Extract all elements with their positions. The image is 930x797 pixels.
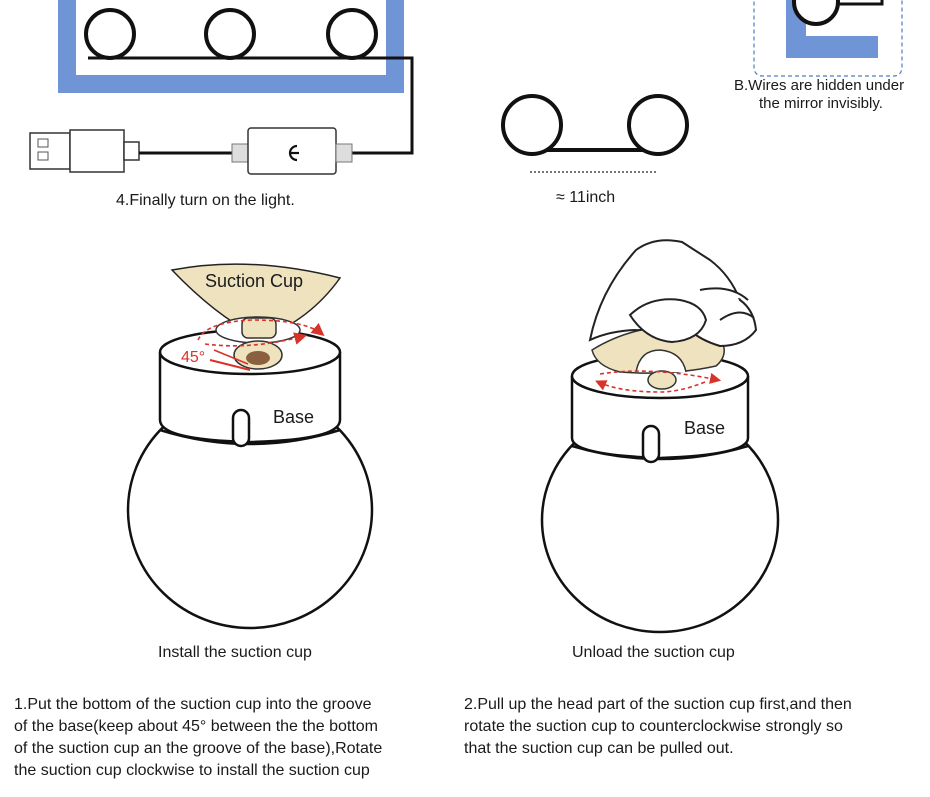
instruction-line: 2.Pull up the head part of the suction c… [464, 696, 852, 713]
rotate-arrow-counterclockwise [595, 380, 706, 393]
unload-instructions: 2.Pull up the head part of the suction c… [464, 694, 852, 760]
instruction-line: that the suction cup can be pulled out. [464, 740, 734, 757]
base-groove [641, 424, 661, 464]
install-bulb [126, 328, 374, 630]
instruction-line: the suction cup clockwise to install the… [14, 762, 370, 779]
unload-caption: Unload the suction cup [572, 644, 735, 661]
note-b-line1: B.Wires are hidden under [734, 77, 905, 94]
install-base-label: Base [273, 407, 315, 427]
hidden-wire-detail [753, 0, 903, 77]
base-groove [231, 408, 251, 448]
bulb-icon [501, 94, 563, 156]
usb-plug-icon [29, 129, 140, 173]
spacing-label: ≈ 11inch [556, 189, 616, 206]
unload-bulb [540, 352, 780, 634]
angle-indicator [209, 359, 251, 371]
instruction-line: of the suction cup an the groove of the … [14, 740, 383, 757]
note-b-line2: the mirror invisibly. [759, 95, 883, 112]
instruction-line: rotate the suction cup to counterclockwi… [464, 718, 843, 735]
bulb-wire [88, 56, 414, 155]
suction-cup-label: Suction Cup [205, 271, 304, 291]
install-suction-cup [170, 263, 342, 370]
unload-base-label: Base [684, 418, 726, 438]
install-caption: Install the suction cup [158, 644, 312, 661]
instruction-line: of the base(keep about 45° between the t… [14, 718, 378, 735]
install-instructions: 1.Put the bottom of the suction cup into… [14, 694, 382, 782]
bulb-icon [84, 8, 136, 60]
bulb-row-top [84, 8, 378, 60]
step4-caption: 4.Finally turn on the light. [116, 192, 295, 209]
bulb-pair [501, 94, 689, 173]
bulb-icon [204, 8, 256, 60]
bulb-icon [326, 8, 378, 60]
switch-icon [231, 127, 353, 175]
hand-icon [588, 239, 758, 348]
instruction-line: 1.Put the bottom of the suction cup into… [14, 696, 372, 713]
angle-label: 45° [181, 349, 206, 366]
bulb-icon [627, 94, 689, 156]
